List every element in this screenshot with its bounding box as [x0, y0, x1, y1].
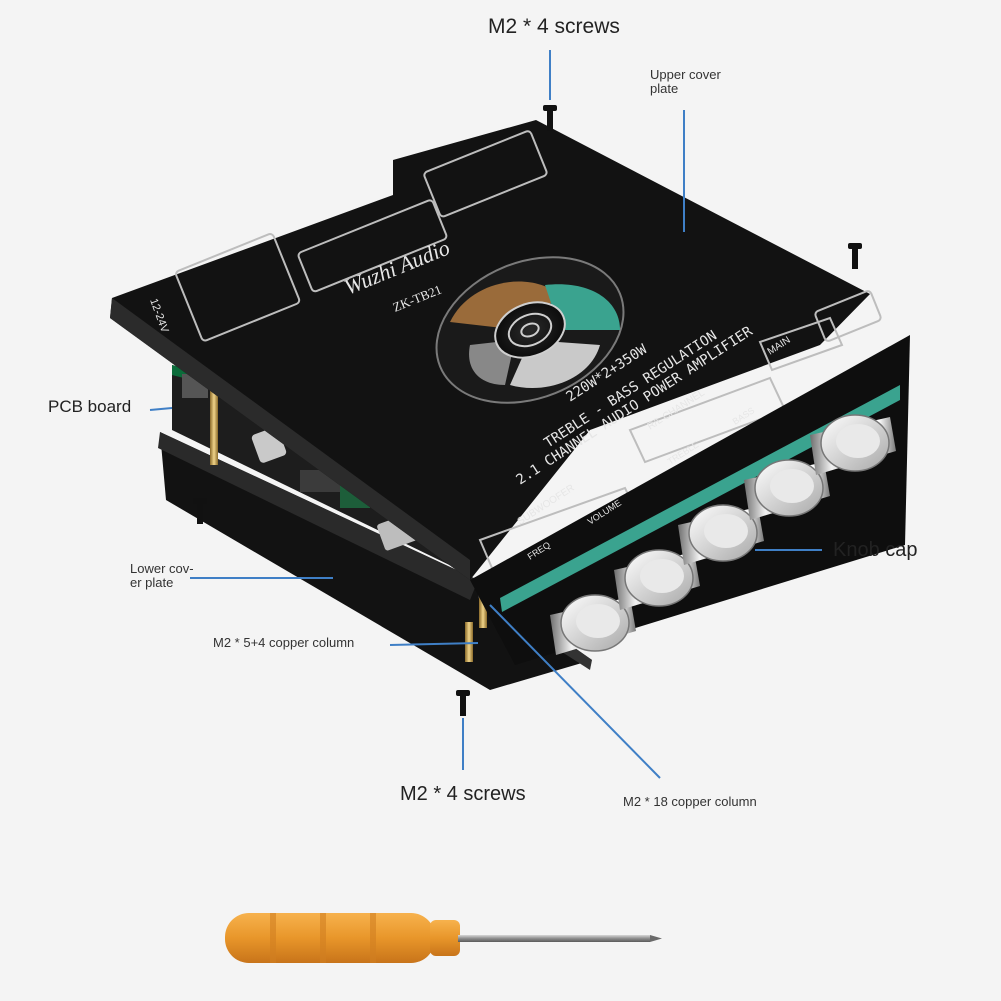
screw-icon [543, 105, 557, 131]
knob-icon[interactable] [614, 549, 700, 610]
fan [435, 256, 625, 404]
leader-copper-short [389, 642, 479, 646]
screw-icon [848, 243, 862, 269]
knob-icon[interactable] [810, 414, 896, 475]
label-lower-cover-line2: er plate [130, 574, 174, 590]
knob-icon[interactable] [744, 459, 830, 520]
leader-lines [149, 50, 822, 779]
front-panel [470, 335, 910, 665]
label-pcb-board: PCB board [48, 397, 132, 416]
label-upper-cover-line1: Upper cover [650, 67, 721, 82]
label-top-screws: M2 * 4 screws [488, 15, 620, 38]
label-copper-column-short: M2 * 5+4 copper column [213, 635, 355, 650]
screws [193, 105, 862, 716]
leader-pcb-board [149, 407, 173, 411]
knob-group [550, 414, 896, 655]
label-upper-cover: Upper cover plate [650, 68, 721, 95]
label-lower-cover-line1: Lower cov- [130, 561, 194, 576]
knob-icon[interactable] [678, 504, 764, 565]
label-lower-cover: Lower cov- er plate [130, 562, 194, 589]
screw-icon [193, 498, 207, 524]
screwdriver-icon [225, 913, 662, 963]
screw-icon [456, 690, 470, 716]
label-upper-cover-line2: plate [650, 80, 679, 96]
leader-copper-long [489, 604, 661, 779]
knob-icon[interactable] [550, 594, 636, 655]
label-bottom-screws: M2 * 4 screws [400, 783, 526, 805]
upper-cover-plate [110, 120, 882, 580]
label-knob-cap: Knob cap [833, 539, 918, 561]
label-copper-column-long: M2 * 18 copper column [623, 794, 757, 809]
